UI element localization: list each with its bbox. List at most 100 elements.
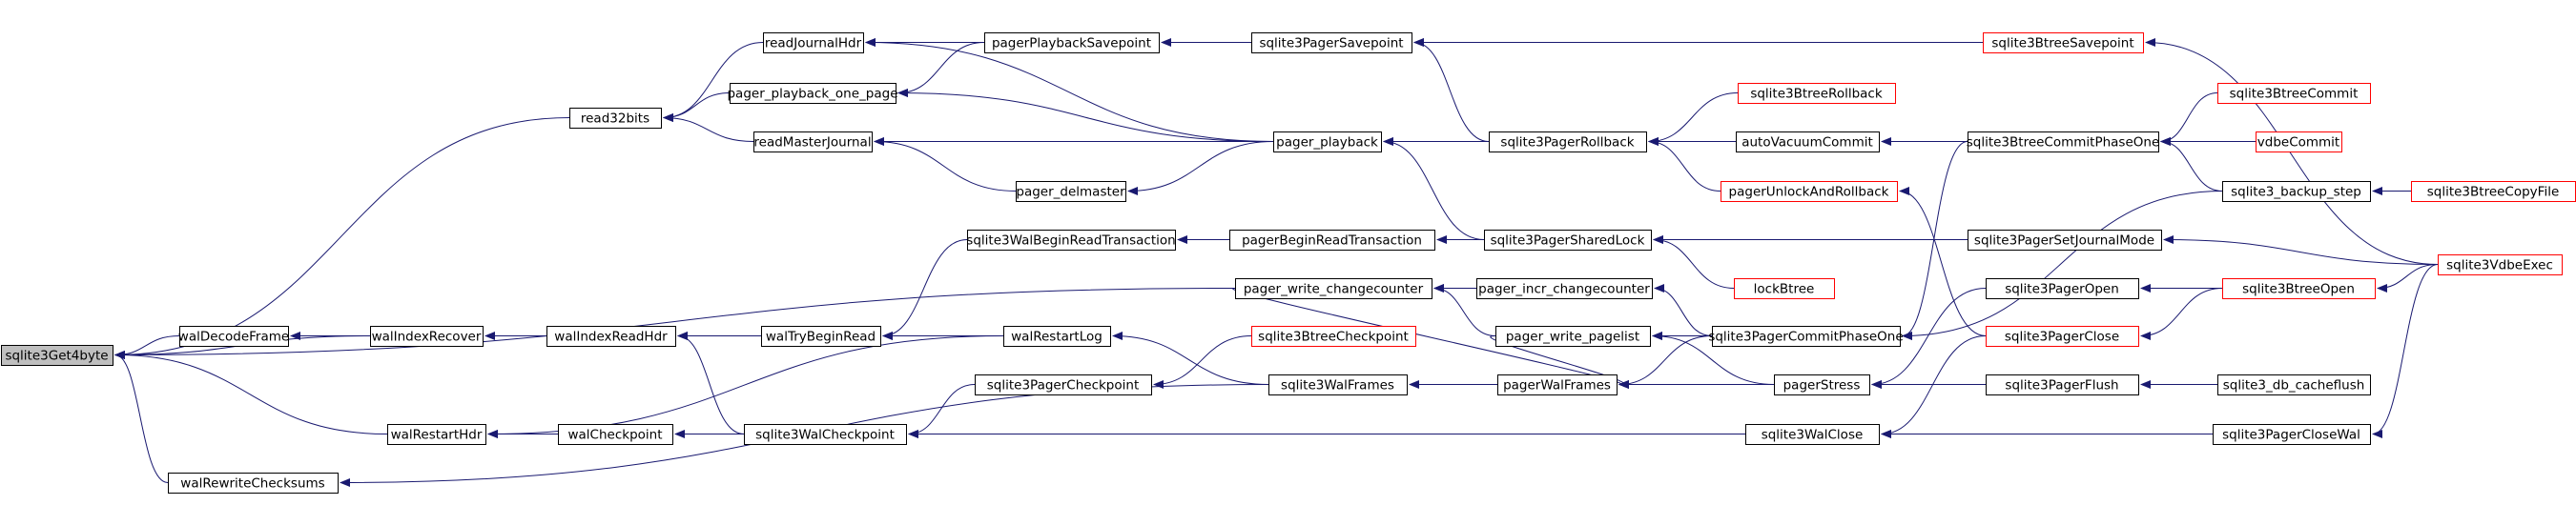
node-box[interactable] — [569, 108, 662, 129]
node-pager_incr_changecounter[interactable]: pager_incr_changecounter — [1476, 278, 1653, 299]
node-readMasterJournal[interactable]: readMasterJournal — [753, 131, 873, 152]
node-box[interactable] — [1774, 374, 1870, 395]
node-walIndexReadHdr[interactable]: walIndexReadHdr — [546, 326, 676, 347]
node-readJournalHdr[interactable]: readJournalHdr — [763, 32, 864, 53]
node-sqlite3WalBeginReadTransaction[interactable]: sqlite3WalBeginReadTransaction — [966, 230, 1176, 251]
node-box[interactable] — [2256, 131, 2342, 152]
node-walRestartHdr[interactable]: walRestartHdr — [387, 424, 486, 445]
node-sqlite3BtreeCopyFile[interactable]: sqlite3BtreeCopyFile — [2411, 181, 2576, 202]
node-sqlite3_backup_step[interactable]: sqlite3_backup_step — [2222, 181, 2371, 202]
node-box[interactable] — [1251, 32, 1412, 53]
node-box[interactable] — [1712, 326, 1901, 347]
node-box[interactable] — [1738, 83, 1896, 104]
node-pagerWalFrames[interactable]: pagerWalFrames — [1497, 374, 1618, 395]
node-walDecodeFrame[interactable]: walDecodeFrame — [178, 326, 289, 347]
node-sqlite3PagerSharedLock[interactable]: sqlite3PagerSharedLock — [1484, 230, 1652, 251]
node-box[interactable] — [761, 326, 881, 347]
node-pagerUnlockAndRollback[interactable]: pagerUnlockAndRollback — [1721, 181, 1898, 202]
node-sqlite3BtreeCheckpoint[interactable]: sqlite3BtreeCheckpoint — [1251, 326, 1416, 347]
node-walCheckpoint[interactable]: walCheckpoint — [558, 424, 673, 445]
node-sqlite3PagerFlush[interactable]: sqlite3PagerFlush — [1986, 374, 2139, 395]
node-box[interactable] — [1734, 278, 1835, 299]
node-walIndexRecover[interactable]: walIndexRecover — [370, 326, 484, 347]
node-box[interactable] — [1495, 326, 1651, 347]
node-box[interactable] — [1721, 181, 1898, 202]
node-box[interactable] — [1968, 131, 2159, 152]
node-box[interactable] — [763, 32, 864, 53]
node-sqlite3BtreeSavepoint[interactable]: sqlite3BtreeSavepoint — [1983, 32, 2144, 53]
node-box[interactable] — [1003, 326, 1111, 347]
node-box[interactable] — [1229, 230, 1435, 251]
node-sqlite3BtreeOpen[interactable]: sqlite3BtreeOpen — [2222, 278, 2376, 299]
node-walRewriteChecksums[interactable]: walRewriteChecksums — [168, 473, 339, 494]
node-box[interactable] — [744, 424, 907, 445]
node-vdbeCommit[interactable]: vdbeCommit — [2256, 131, 2342, 152]
node-walRestartLog[interactable]: walRestartLog — [1003, 326, 1111, 347]
node-box[interactable] — [1497, 374, 1618, 395]
node-sqlite3WalCheckpoint[interactable]: sqlite3WalCheckpoint — [744, 424, 907, 445]
node-box[interactable] — [1968, 230, 2162, 251]
node-pager_delmaster[interactable]: pager_delmaster — [1016, 181, 1126, 202]
node-read32bits[interactable]: read32bits — [569, 108, 662, 129]
node-box[interactable] — [179, 326, 289, 347]
node-sqlite3PagerOpen[interactable]: sqlite3PagerOpen — [1986, 278, 2139, 299]
node-box[interactable] — [1745, 424, 1880, 445]
node-pagerBeginReadTransaction[interactable]: pagerBeginReadTransaction — [1229, 230, 1435, 251]
node-box[interactable] — [387, 424, 486, 445]
node-pager_write_pagelist[interactable]: pager_write_pagelist — [1495, 326, 1651, 347]
node-box[interactable] — [1986, 374, 2139, 395]
edge-sqlite3VdbeExec-to-sqlite3PagerCloseWal — [2372, 264, 2439, 438]
node-box[interactable] — [1484, 230, 1652, 251]
node-box[interactable] — [1736, 131, 1880, 152]
node-box[interactable] — [168, 473, 339, 494]
node-box[interactable] — [1476, 278, 1653, 299]
node-box[interactable] — [2438, 254, 2563, 275]
node-box[interactable] — [2222, 278, 2376, 299]
node-sqlite3PagerCloseWal[interactable]: sqlite3PagerCloseWal — [2213, 424, 2371, 445]
node-box[interactable] — [975, 374, 1152, 395]
node-box[interactable] — [370, 326, 484, 347]
node-lockBtree[interactable]: lockBtree — [1734, 278, 1835, 299]
node-autoVacuumCommit[interactable]: autoVacuumCommit — [1736, 131, 1880, 152]
node-sqlite3BtreeCommitPhaseOne[interactable]: sqlite3BtreeCommitPhaseOne — [1967, 131, 2160, 152]
node-box[interactable] — [1983, 32, 2144, 53]
node-box[interactable] — [2217, 374, 2371, 395]
node-box[interactable] — [984, 32, 1160, 53]
node-box[interactable] — [1489, 131, 1647, 152]
node-sqlite3BtreeRollback[interactable]: sqlite3BtreeRollback — [1738, 83, 1896, 104]
node-sqlite3PagerSetJournalMode[interactable]: sqlite3PagerSetJournalMode — [1968, 230, 2162, 251]
node-box[interactable] — [967, 230, 1176, 251]
node-sqlite3VdbeExec[interactable]: sqlite3VdbeExec — [2438, 254, 2563, 275]
node-box[interactable] — [1, 345, 113, 366]
node-box[interactable] — [2213, 424, 2371, 445]
node-pagerPlaybackSavepoint[interactable]: pagerPlaybackSavepoint — [984, 32, 1160, 53]
node-sqlite3PagerRollback[interactable]: sqlite3PagerRollback — [1489, 131, 1647, 152]
node-box[interactable] — [1016, 181, 1126, 202]
node-box[interactable] — [730, 83, 896, 104]
node-box[interactable] — [546, 326, 676, 347]
node-box[interactable] — [1273, 131, 1382, 152]
node-pager_playback[interactable]: pager_playback — [1273, 131, 1382, 152]
node-pagerStress[interactable]: pagerStress — [1774, 374, 1870, 395]
node-sqlite3Get4byte[interactable]: sqlite3Get4byte — [1, 345, 113, 366]
node-sqlite3BtreeCommit[interactable]: sqlite3BtreeCommit — [2217, 83, 2371, 104]
node-box[interactable] — [1235, 278, 1432, 299]
node-sqlite3PagerSavepoint[interactable]: sqlite3PagerSavepoint — [1251, 32, 1412, 53]
node-box[interactable] — [1986, 326, 2139, 347]
node-sqlite3_db_cacheflush[interactable]: sqlite3_db_cacheflush — [2217, 374, 2371, 395]
node-box[interactable] — [753, 131, 873, 152]
node-sqlite3WalFrames[interactable]: sqlite3WalFrames — [1268, 374, 1408, 395]
node-sqlite3PagerCheckpoint[interactable]: sqlite3PagerCheckpoint — [975, 374, 1152, 395]
node-box[interactable] — [558, 424, 673, 445]
node-sqlite3PagerClose[interactable]: sqlite3PagerClose — [1986, 326, 2139, 347]
node-box[interactable] — [1251, 326, 1416, 347]
node-box[interactable] — [1986, 278, 2139, 299]
node-pager_write_changecounter[interactable]: pager_write_changecounter — [1235, 278, 1432, 299]
node-box[interactable] — [1268, 374, 1408, 395]
node-pager_playback_one_page[interactable]: pager_playback_one_page — [727, 83, 898, 104]
node-box[interactable] — [2222, 181, 2371, 202]
node-walTryBeginRead[interactable]: walTryBeginRead — [761, 326, 881, 347]
node-box[interactable] — [2217, 83, 2371, 104]
node-sqlite3WalClose[interactable]: sqlite3WalClose — [1745, 424, 1880, 445]
node-sqlite3PagerCommitPhaseOne[interactable]: sqlite3PagerCommitPhaseOne — [1708, 326, 1904, 347]
